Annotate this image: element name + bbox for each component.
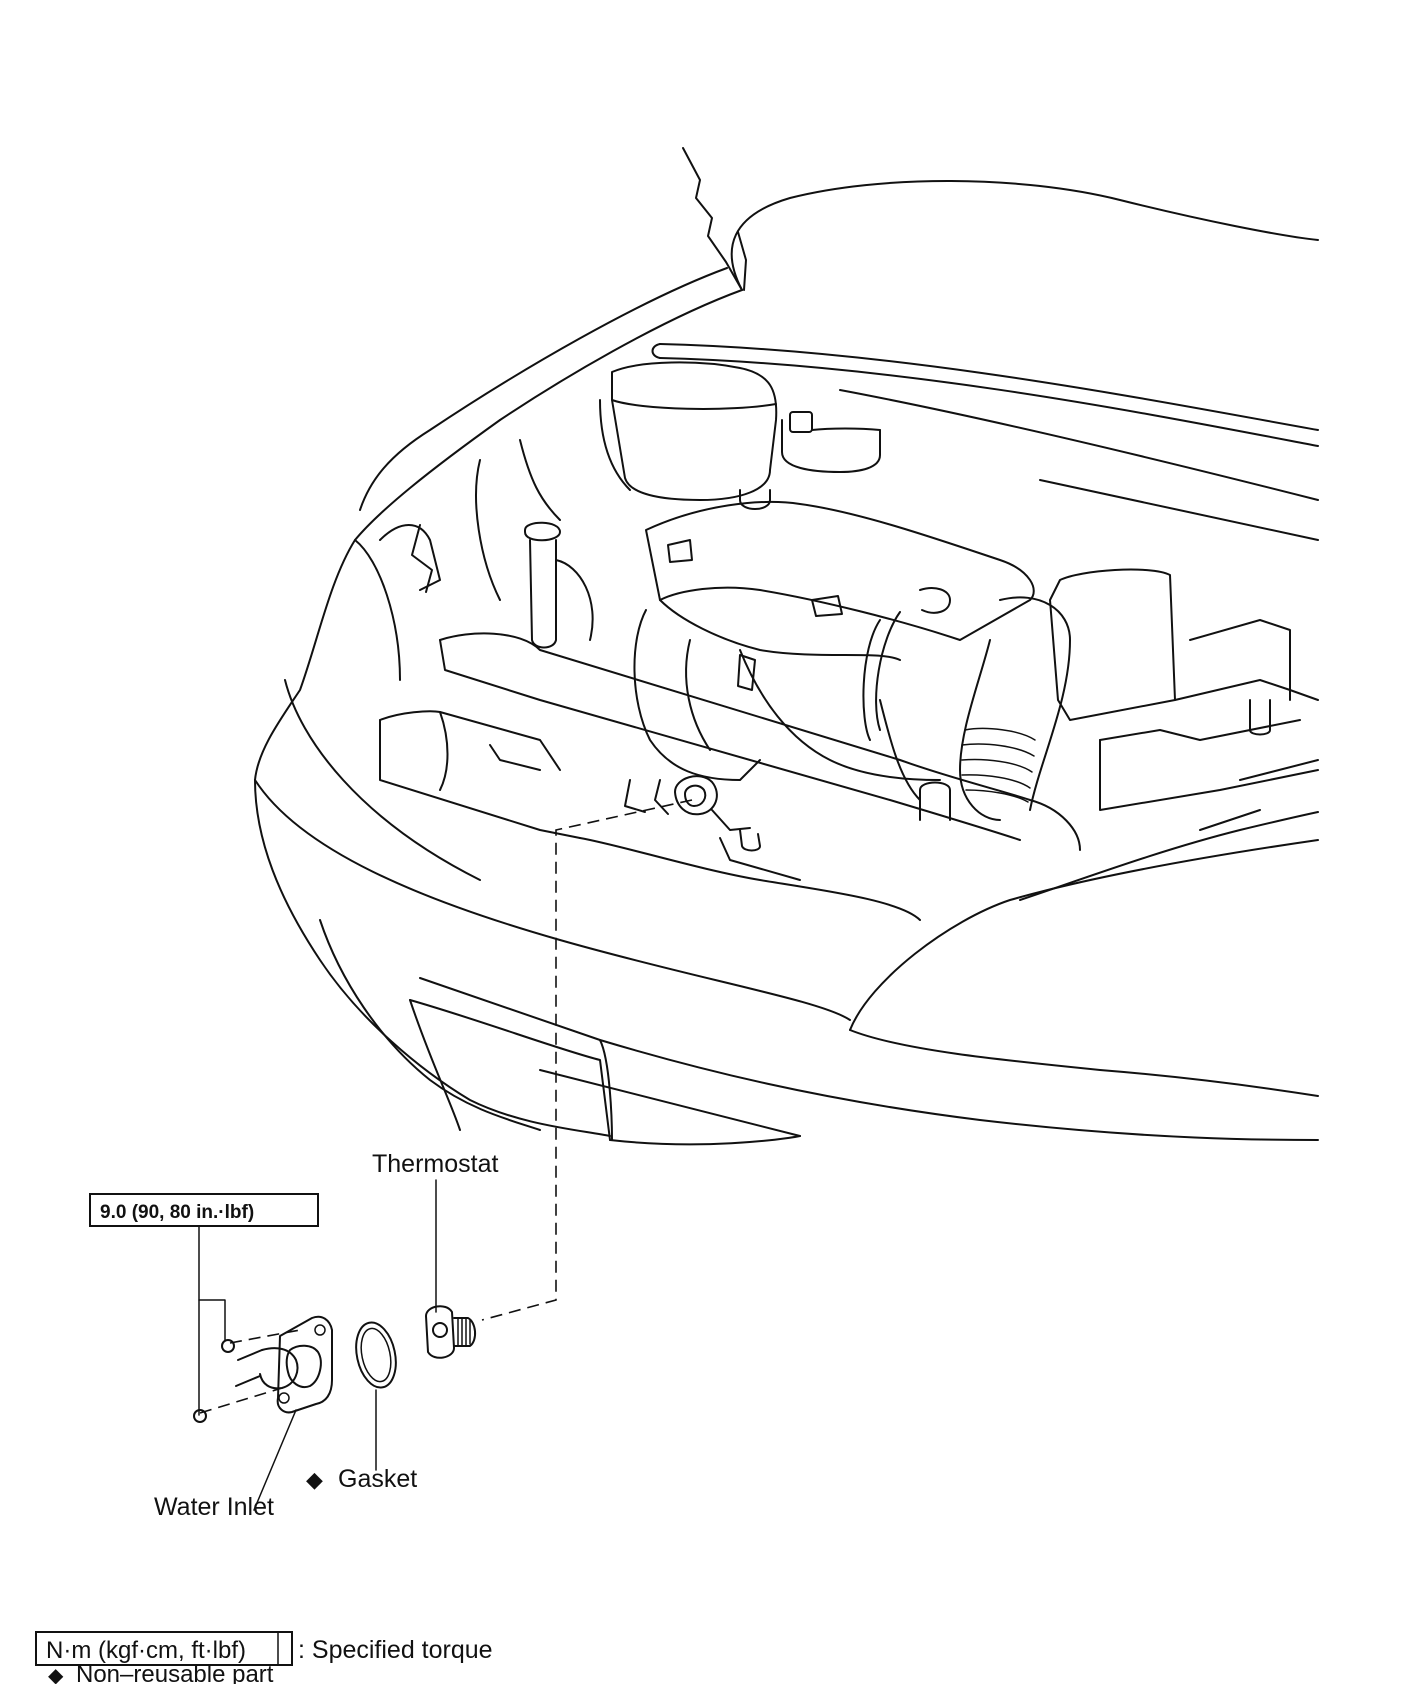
engine-block — [633, 609, 951, 821]
torque-spec-box — [89, 1193, 319, 1227]
coolant-reservoir — [611, 361, 778, 501]
front-body — [254, 399, 851, 1137]
gasket-part — [355, 1321, 397, 1389]
assembly-lines — [199, 799, 693, 1414]
intake-hose — [959, 596, 1071, 821]
thermostat-label: Thermostat — [372, 1150, 498, 1178]
engine-bay-illustration — [254, 147, 1319, 1146]
washer-filler — [524, 521, 594, 649]
legend-torque-meaning: : Specified torque — [298, 1636, 493, 1664]
water-inlet-part — [235, 1315, 333, 1414]
legend-torque-box — [35, 1631, 293, 1666]
bolts — [193, 1339, 235, 1423]
torque-spec-label: 9.0 (90, 80 in.·lbf) — [100, 1202, 254, 1223]
callouts: Thermostat 9.0 (90, 80 in.·lbf) ◆ Gasket… — [89, 1150, 498, 1521]
gasket-label: Gasket — [338, 1465, 417, 1493]
front-bumper — [319, 919, 1319, 1146]
leader-lines — [198, 1179, 437, 1511]
legend: N·m (kgf·cm, ft·lbf) : Specified torque … — [35, 1631, 493, 1684]
open-hood — [359, 147, 1319, 511]
exploded-parts — [193, 1305, 476, 1423]
water-inlet-label: Water Inlet — [154, 1493, 274, 1521]
radiator-support — [379, 632, 1081, 921]
gasket-marker: ◆ — [306, 1467, 323, 1492]
legend-non-reusable-label: Non–reusable part — [76, 1661, 274, 1684]
brake-reservoir — [781, 411, 881, 473]
thermostat-part — [425, 1305, 476, 1359]
right-front-body — [849, 809, 1319, 1097]
air-cleaner — [1049, 568, 1319, 811]
engine-head-cover — [645, 489, 1035, 661]
thermostat-housing-on-engine — [624, 775, 801, 881]
legend-non-reusable-marker: ◆ — [48, 1665, 64, 1684]
cowl — [651, 343, 1319, 541]
legend-torque-unit: N·m (kgf·cm, ft·lbf) — [46, 1637, 246, 1664]
